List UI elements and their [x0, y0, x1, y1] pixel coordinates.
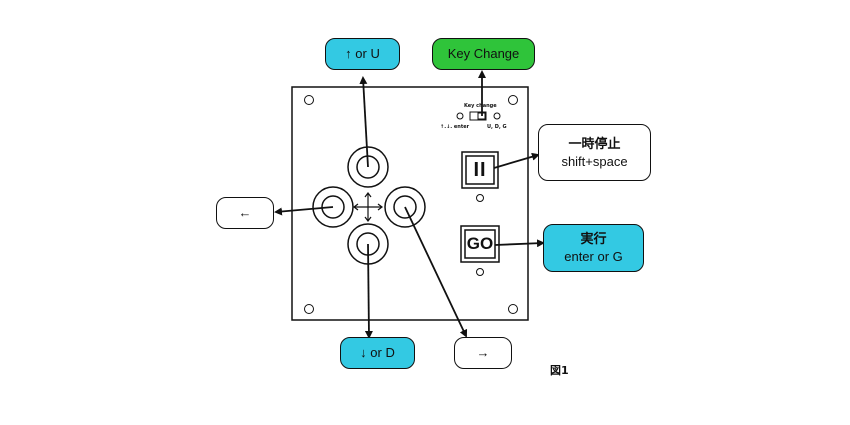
left-label-text: ←	[238, 205, 252, 220]
arrow-to-down-label	[364, 243, 373, 339]
pause-led	[476, 194, 484, 202]
right-label-text: →	[476, 345, 490, 360]
switch-right-text: U, D, G	[487, 124, 507, 130]
arrow-to-pause-label	[493, 152, 540, 169]
pause-label: 一時停止 shift+space	[538, 124, 651, 181]
mount-hole	[508, 304, 518, 314]
go-label: 実行 enter or G	[543, 224, 644, 272]
right-label: →	[454, 337, 512, 369]
up-label: ↑ or U	[325, 38, 400, 70]
go-label-title: 実行	[580, 231, 607, 246]
pause-button[interactable]	[461, 151, 499, 189]
mount-hole	[304, 304, 314, 314]
arrow-to-right-label	[404, 206, 468, 338]
go-button[interactable]	[460, 225, 500, 263]
figure-caption: 図1	[550, 364, 569, 377]
pause-symbol: II	[473, 158, 487, 181]
pause-label-title: 一時停止	[568, 135, 621, 151]
go-label-keys: enter or G	[564, 249, 623, 264]
left-label: ←	[216, 197, 274, 229]
down-label: ↓ or D	[340, 337, 415, 369]
up-label-text: ↑ or U	[345, 46, 380, 61]
switch-led-right	[493, 112, 501, 120]
arrow-to-left-label	[274, 206, 334, 216]
go-symbol: GO	[466, 234, 494, 253]
switch-caption: Key change	[464, 103, 497, 109]
mount-hole	[508, 95, 518, 105]
direction-cross-icon	[353, 192, 383, 222]
key-change-label: Key Change	[432, 38, 535, 70]
key-change-label-text: Key Change	[447, 46, 520, 61]
arrow-to-up-label	[359, 76, 369, 168]
arrow-to-go-label	[494, 239, 545, 248]
down-label-text: ↓ or D	[360, 345, 395, 360]
mount-hole	[304, 95, 314, 105]
pause-label-keys: shift+space	[561, 153, 628, 169]
go-led	[476, 268, 484, 276]
switch-led-left	[456, 112, 464, 120]
switch-left-text: ↑.↓. enter	[440, 124, 470, 130]
